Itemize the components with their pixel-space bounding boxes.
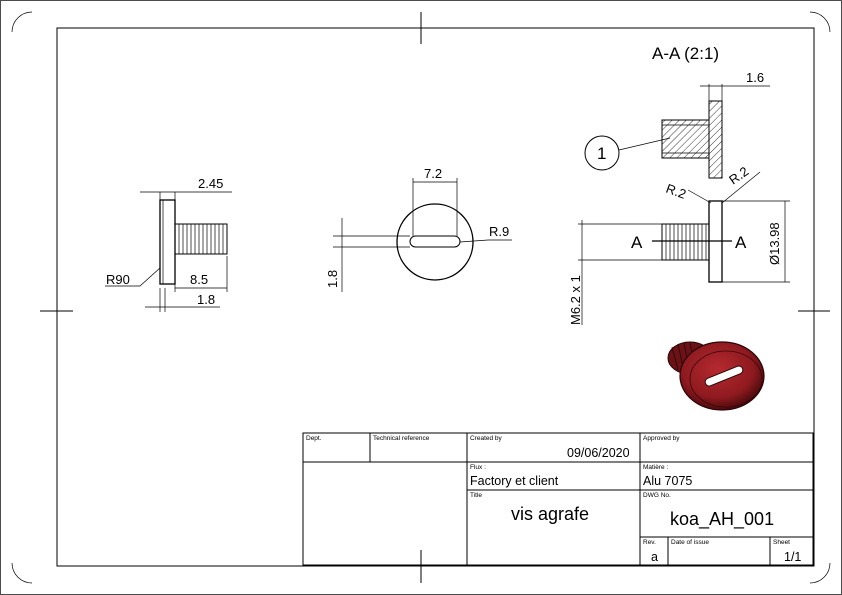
side-thread-lines [178, 224, 224, 254]
front-slot [409, 235, 461, 248]
title-block: Dept. Technical reference Created by 09/… [302, 432, 814, 566]
dwg-label: DWG No. [643, 492, 671, 499]
approved-by-label: Approved by [643, 435, 680, 442]
section-view: A-A (2:1) 1.6 1 [584, 44, 770, 179]
side-view: 2.45 R90 8.5 1.8 [105, 176, 232, 312]
flux-value: Factory et client [470, 474, 559, 488]
side-thread [174, 223, 228, 255]
cut-label-left: A [631, 233, 643, 252]
sheet-value: 1/1 [784, 550, 801, 564]
flux-label: Flux : [470, 464, 486, 471]
dim-head-thickness: 2.45 [198, 176, 223, 191]
section-title: A-A (2:1) [652, 44, 719, 63]
side-head [159, 199, 176, 285]
dim-head-radius: R90 [106, 272, 130, 287]
render-3d [667, 341, 765, 411]
dim-thread-length: 1.8 [197, 292, 215, 307]
balloon-1 [584, 135, 620, 171]
dwg-value: koa_AH_001 [670, 509, 774, 530]
dim-slot-width: 1.8 [325, 270, 340, 288]
dim-section-head: 1.6 [746, 70, 764, 85]
title-label: Title [470, 492, 482, 499]
title-value: vis agrafe [511, 504, 589, 524]
cut-view: A A R.2 R.2 Ø13.98 M6.2 x 1 [568, 164, 790, 325]
dim-radius-left: R.2 [664, 181, 688, 202]
dim-slot-radius: R.9 [489, 224, 509, 239]
created-by-label: Created by [470, 435, 503, 442]
dim-radius-right: R.2 [726, 164, 751, 188]
cut-label-right: A [735, 233, 747, 252]
balloon-1-label: 1 [597, 144, 606, 163]
front-head-circle [396, 203, 474, 281]
front-view: 7.2 1.8 R.9 [325, 166, 512, 292]
dim-length: 8.5 [190, 272, 208, 287]
dim-slot-length: 7.2 [424, 166, 442, 181]
rev-label: Rev. [643, 539, 656, 546]
matiere-label: Matière : [643, 464, 668, 471]
tech-ref-label: Technical reference [373, 435, 430, 442]
dim-thread: M6.2 x 1 [568, 275, 583, 325]
rev-value: a [651, 550, 658, 564]
matiere-value: Alu 7075 [643, 474, 692, 488]
dept-label: Dept. [306, 435, 322, 442]
dim-diameter: Ø13.98 [767, 222, 782, 265]
cut-thread [661, 223, 710, 261]
date-of-issue-label: Date of issue [671, 539, 709, 546]
sheet-label: Sheet [773, 539, 790, 546]
created-date: 09/06/2020 [567, 446, 630, 460]
